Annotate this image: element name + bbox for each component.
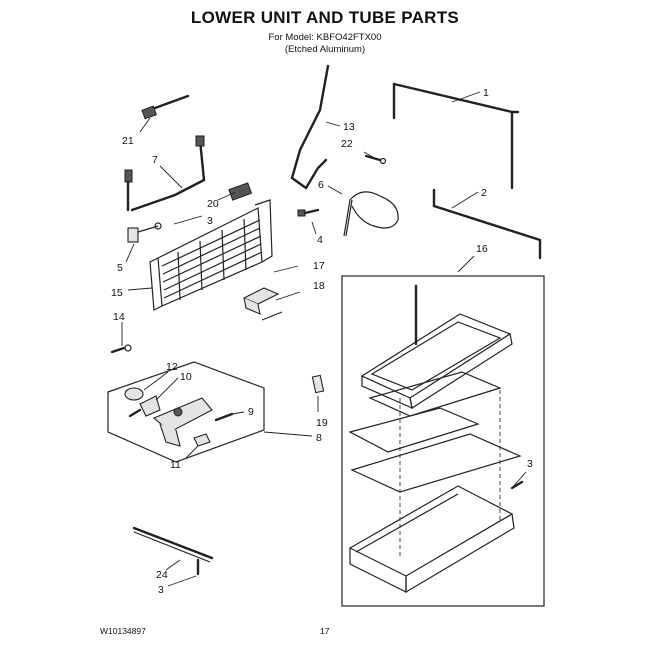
part-14-screw [110,344,132,354]
callout-18: 18 [313,280,325,292]
part-20-block [228,182,253,201]
callouts: 1 2 13 22 6 4 17 18 16 3 21 7 20 3 5 15 … [111,87,533,596]
callout-12: 12 [166,361,178,373]
part-15-evaporator-coil [149,199,273,311]
part-16-box [341,275,545,607]
callout-4: 4 [317,234,323,246]
callout-20: 20 [207,198,219,210]
model-line: For Model: KBFO42FTX00 [268,32,382,43]
callout-16: 16 [476,243,488,255]
callout-3-coil: 3 [207,215,213,227]
callout-22: 22 [341,138,353,150]
page-number: 17 [320,626,330,636]
part-7-tube [124,135,206,212]
callout-14: 14 [113,311,125,323]
callout-13: 13 [343,121,355,133]
callout-7: 7 [152,154,158,166]
part-16-assembly [341,275,545,607]
part-18-clip [242,287,283,321]
callout-19: 19 [316,417,328,429]
callout-10: 10 [180,371,192,383]
finish-line: (Etched Aluminum) [284,44,366,55]
callout-3-strip: 3 [158,584,164,596]
part-22-screw [364,154,387,165]
callout-3-tray: 3 [527,458,533,470]
part-24-strip [132,526,214,576]
callout-24: 24 [156,569,168,581]
callout-11: 11 [170,459,181,471]
page-title: LOWER UNIT AND TUBE PARTS [190,8,460,27]
callout-9: 9 [248,406,254,418]
leader-lines [121,91,527,587]
part-8-assembly [107,361,265,463]
part-4-screw [297,208,320,217]
part-1-bracket [392,82,520,190]
callout-21: 21 [122,135,134,147]
callout-2: 2 [481,187,487,199]
part-19-clip [311,374,325,394]
callout-17: 17 [313,260,325,272]
part-5-bracket [127,222,162,243]
part-2-bracket [432,188,542,260]
callout-1: 1 [483,87,489,99]
part-6-tube [343,191,399,237]
doc-number: W10134897 [100,626,146,636]
part-13-tube [290,64,330,190]
part-8-box [107,361,265,463]
part-21-plug [141,94,190,120]
callout-5: 5 [117,262,123,274]
callout-6: 6 [318,179,324,191]
callout-8: 8 [316,432,322,444]
callout-15: 15 [111,287,123,299]
